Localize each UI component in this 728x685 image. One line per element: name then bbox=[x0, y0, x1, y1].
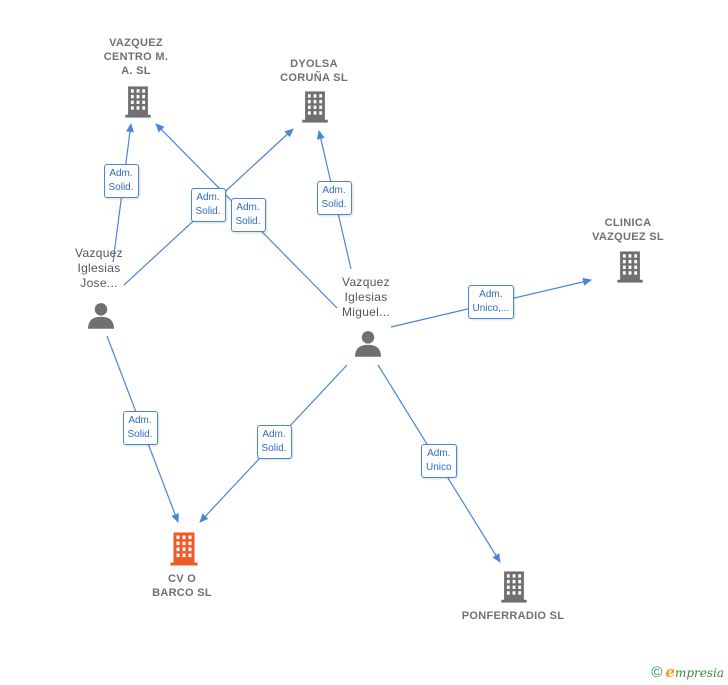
node-label-jose[interactable]: Vazquez Iglesias Jose... bbox=[75, 246, 123, 290]
building-icon[interactable] bbox=[298, 90, 332, 129]
building-icon[interactable] bbox=[121, 85, 155, 124]
copyright-symbol: © bbox=[651, 663, 663, 681]
building-icon[interactable] bbox=[497, 570, 531, 609]
brand-logo: empresia bbox=[665, 663, 724, 681]
node-label-clinica[interactable]: CLINICA VAZQUEZ SL bbox=[592, 217, 664, 243]
node-label-cvo[interactable]: CV O BARCO SL bbox=[152, 573, 212, 599]
node-label-vazquez_centro[interactable]: VAZQUEZ CENTRO M. A. SL bbox=[103, 37, 169, 77]
edge-label-miguel-to-cvo[interactable]: Adm. Solid. bbox=[256, 425, 292, 459]
edge-label-jose-to-dyolsa[interactable]: Adm. Solid. bbox=[190, 188, 226, 222]
edge-label-miguel-to-clinica[interactable]: Adm. Unico,... bbox=[467, 285, 515, 319]
node-label-miguel[interactable]: Vazquez Iglesias Miguel... bbox=[341, 275, 391, 319]
edge-label-miguel-to-ponferradio[interactable]: Adm. Unico bbox=[421, 444, 457, 478]
person-icon[interactable] bbox=[353, 328, 383, 363]
edge-label-miguel-to-vazquez_centro[interactable]: Adm. Solid. bbox=[230, 198, 266, 232]
building-icon[interactable] bbox=[166, 531, 202, 572]
building-icon[interactable] bbox=[613, 250, 647, 289]
node-label-ponferradio[interactable]: PONFERRADIO SL bbox=[461, 610, 565, 622]
footer-brand[interactable]: © empresia bbox=[651, 663, 724, 681]
edge-label-miguel-to-dyolsa[interactable]: Adm. Solid. bbox=[316, 181, 352, 215]
person-icon[interactable] bbox=[86, 300, 116, 335]
edge-label-jose-to-cvo[interactable]: Adm. Solid. bbox=[122, 411, 158, 445]
node-label-dyolsa[interactable]: DYOLSA CORUÑA SL bbox=[280, 58, 348, 84]
edge-label-jose-to-vazquez_centro[interactable]: Adm. Solid. bbox=[103, 164, 139, 198]
